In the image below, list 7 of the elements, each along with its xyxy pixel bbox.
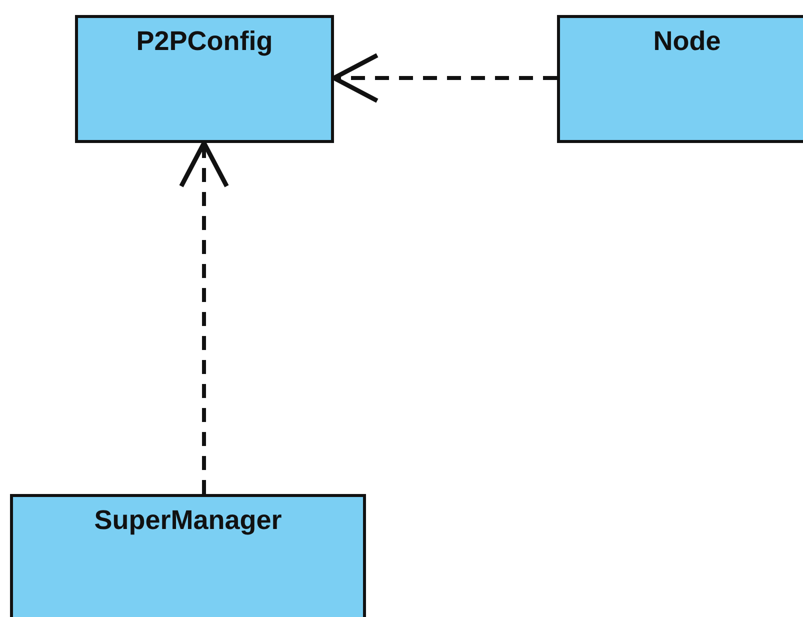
class-name: P2PConfig xyxy=(136,26,273,57)
class-box xyxy=(75,15,334,143)
class-box xyxy=(10,494,366,617)
dashed-arrow xyxy=(179,140,229,494)
class-name: Node xyxy=(653,26,721,57)
class-name: SuperManager xyxy=(94,505,282,536)
class-box xyxy=(557,15,803,143)
